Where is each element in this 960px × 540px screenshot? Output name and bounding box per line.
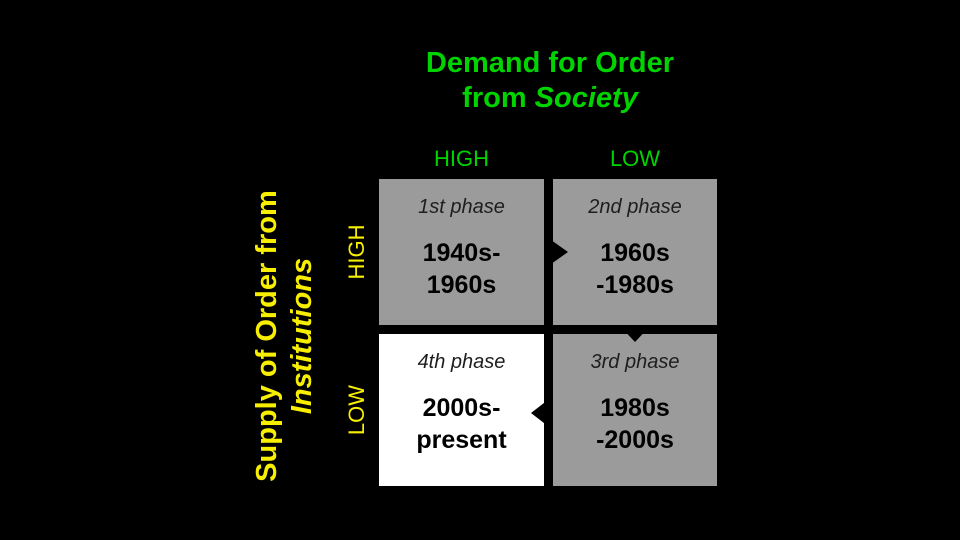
demand-axis-title-line2: from Society xyxy=(370,81,730,116)
demand-axis-title-society: Society xyxy=(534,82,638,114)
supply-axis-title-line1: Supply of Order from xyxy=(251,190,283,482)
quadrant-phase2: 2nd phase 1960s -1980s xyxy=(553,179,717,325)
phase3-label: 3rd phase xyxy=(590,351,680,373)
phase2-period: 1960s -1980s xyxy=(553,237,717,301)
phase1-period-line2: 1960s xyxy=(426,271,497,299)
supply-axis-title: Supply of Order from Institutions xyxy=(250,190,320,482)
phase2-label: 2nd phase xyxy=(588,196,682,218)
phase3-period-line2: -2000s xyxy=(596,426,674,454)
phase1-period-line1: 1940s- xyxy=(422,239,501,267)
quadrant-phase4: 4th phase 2000s- present xyxy=(379,334,544,486)
demand-axis-title-line1: Demand for Order xyxy=(425,47,675,79)
col-header-low: LOW xyxy=(609,146,661,171)
phase1-label: 1st phase xyxy=(418,196,505,218)
flow-arrow-phase2-to-phase3-icon xyxy=(619,325,651,342)
phase4-period: 2000s- present xyxy=(379,392,544,456)
row-header-low: LOW xyxy=(344,384,369,436)
phase4-period-line2: present xyxy=(416,426,507,454)
phase4-period-line1: 2000s- xyxy=(422,394,501,422)
demand-axis-title: Demand for Order from Society xyxy=(370,46,730,116)
quadrant-phase1: 1st phase 1940s- 1960s xyxy=(379,179,544,325)
phase2-period-line2: -1980s xyxy=(596,271,674,299)
quadrant-phase3: 3rd phase 1980s -2000s xyxy=(553,334,717,486)
flow-arrow-phase1-to-phase2-icon xyxy=(544,235,568,269)
phase3-period-line1: 1980s xyxy=(600,394,670,422)
supply-axis-title-institutions: Institutions xyxy=(286,257,318,415)
phase2-period-line1: 1960s xyxy=(600,239,670,267)
demand-axis-title-line2-prefix: from xyxy=(462,82,527,114)
phase3-period: 1980s -2000s xyxy=(553,392,717,456)
flow-arrow-phase3-to-phase4-icon xyxy=(531,396,553,430)
row-header-high: HIGH xyxy=(344,224,369,280)
phase1-period: 1940s- 1960s xyxy=(379,237,544,301)
phase4-label: 4th phase xyxy=(417,351,506,373)
col-header-high: HIGH xyxy=(434,146,489,171)
